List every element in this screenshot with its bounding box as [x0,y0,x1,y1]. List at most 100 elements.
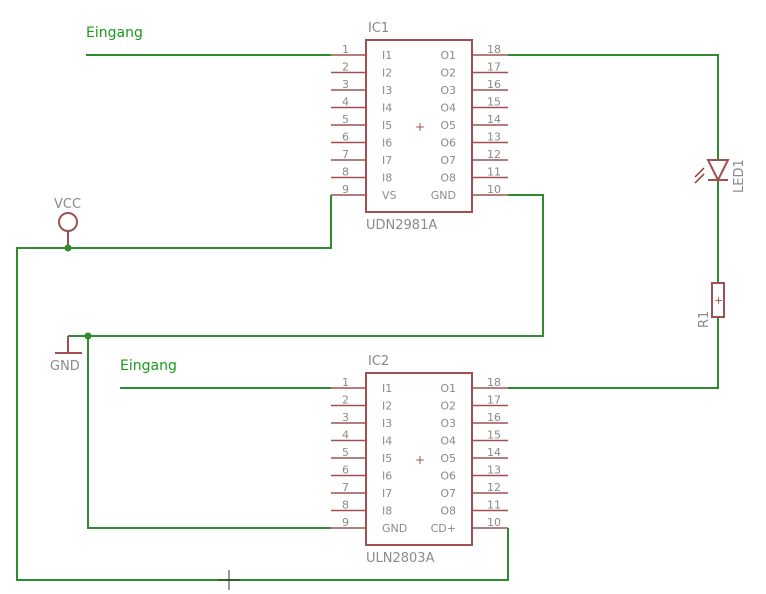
ic2-pin-18-label: O1 [440,382,456,395]
ic1-pin-5-number: 5 [342,113,349,126]
ic2-uln2803a[interactable]: IC2 ULN2803A + [365,354,473,566]
ic2-pin-11-label: O8 [440,505,456,518]
ic2-pin-18-number: 18 [487,376,501,389]
resistor-body [711,282,725,318]
wire-gnd-ic2[interactable] [87,336,331,529]
ic2-pin-11-number: 11 [487,499,501,512]
ic1-pin-6-number: 6 [342,131,349,144]
ic2-pin-8-label: I8 [382,505,392,518]
junction-gnd [84,332,92,340]
ic2-pin-4-number: 4 [342,429,349,442]
ic1-pin-8-number: 8 [342,166,349,179]
ic1-pin-13-label: O6 [440,137,456,150]
ic2-pin-9-label: GND [382,522,407,535]
led-arrow-1 [694,167,705,178]
ic1-pin-15-label: O4 [440,102,456,115]
ic2-pin-13-number: 13 [487,464,501,477]
ic1-pin-3-number: 3 [342,78,349,91]
ic1-pin-12-number: 12 [487,148,501,161]
gnd-symbol[interactable]: GND [50,336,82,374]
ic2-pin-5-label: I5 [382,452,392,465]
ic1-origin-mark: + [415,120,425,134]
ic2-pin-3-label: I3 [382,417,392,430]
ic1-pin-13-number: 13 [487,131,501,144]
ic1-ref: IC1 [368,21,389,36]
ic2-pin-9-number: 9 [342,516,349,529]
led-label: LED1 [732,159,747,193]
ic2-pin-12-number: 12 [487,481,501,494]
ic2-pin-16-number: 16 [487,411,501,424]
ic2-pin-4-label: I4 [382,435,392,448]
ic1-pin-4-number: 4 [342,96,349,109]
ic1-pin-4-label: I4 [382,102,392,115]
ic2-pin-1-label: I1 [382,382,392,395]
ic2-pin-12-label: O7 [440,487,456,500]
ic1-pin-6-label: I6 [382,137,392,150]
ic1-pin-10-label: GND [431,189,456,202]
ic1-pin-16-label: O3 [440,84,456,97]
net-label-eingang-1: Eingang [86,25,143,41]
junction-vcc [64,244,72,252]
ic2-pin-14-label: O5 [440,452,456,465]
ic2-pin-15-label: O4 [440,435,456,448]
ic2-pin-1-number: 1 [342,376,349,389]
ic2-pin-5-number: 5 [342,446,349,459]
ic2-pin-6-label: I6 [382,470,392,483]
vcc-ring [58,212,78,232]
ic2-ref: IC2 [368,354,389,369]
ic1-pin-2-label: I2 [382,67,392,80]
ic2-pin-6-number: 6 [342,464,349,477]
ic1-pin-11-number: 11 [487,166,501,179]
ic1-pin-7-number: 7 [342,148,349,161]
led-arrow-2 [694,173,705,184]
resistor-plus: + [714,294,723,307]
ic2-pin-2-number: 2 [342,394,349,407]
wire-ic1-gnd[interactable] [68,194,544,337]
wire-ic1-out-led[interactable] [508,54,719,160]
led1[interactable]: LED1 [694,159,747,193]
led-triangle [706,159,730,183]
ic1-pin-9-label: VS [382,189,397,202]
ic1-pin-5-label: I5 [382,119,392,132]
cursor-crosshair [218,570,240,590]
ic1-pin-8-label: I8 [382,172,392,185]
wire-resistor-ic2-out[interactable] [508,317,719,389]
resistor-label: R1 [697,311,712,328]
net-label-eingang-2: Eingang [120,358,177,374]
ic1-pin-11-label: O8 [440,172,456,185]
ic2-body [365,372,473,546]
wires [16,54,719,581]
ic1-pin-17-number: 17 [487,61,501,74]
gnd-label: GND [50,359,80,374]
ic1-pin-2-number: 2 [342,61,349,74]
ic2-pin-17-label: O2 [440,400,456,413]
vcc-label: VCC [54,197,81,212]
resistor-r1[interactable]: + R1 [697,282,725,328]
ic2-pin-13-label: O6 [440,470,456,483]
ic2-pin-3-number: 3 [342,411,349,424]
ic2-pin-7-label: I7 [382,487,392,500]
ic1-pin-9-number: 9 [342,183,349,196]
ic1-value: UDN2981A [366,218,437,233]
vcc-symbol[interactable]: VCC [54,197,81,248]
ic1-pin-3-label: I3 [382,84,392,97]
ic1-body [365,39,473,213]
ic1-pin-7-label: I7 [382,154,392,167]
ic1-pin-16-number: 16 [487,78,501,91]
ic2-origin-mark: + [415,453,425,467]
ic2-pin-16-label: O3 [440,417,456,430]
ic1-pin-14-label: O5 [440,119,456,132]
ic1-pin-17-label: O2 [440,67,456,80]
ic1-pin-15-number: 15 [487,96,501,109]
ic2-pin-8-number: 8 [342,499,349,512]
wire-vcc-ic1-vs[interactable] [68,195,332,249]
ic2-value: ULN2803A [366,551,435,566]
ic1-udn2981a[interactable]: IC1 UDN2981A + [365,21,473,233]
ic1-pin-10-number: 10 [487,183,501,196]
ic1-pin-12-label: O7 [440,154,456,167]
ic2-pin-10-number: 10 [487,516,501,529]
ic1-pin-18-label: O1 [440,49,456,62]
wire-vcc-cd[interactable] [16,247,509,581]
